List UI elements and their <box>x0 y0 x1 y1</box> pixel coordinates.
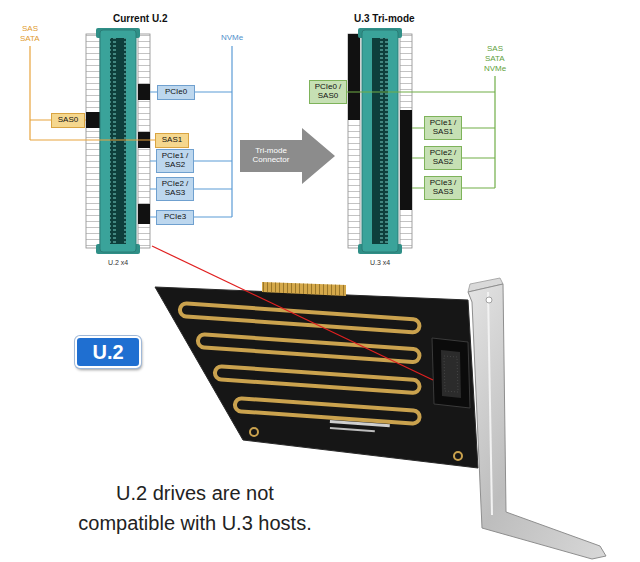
caption: U.2 drives are not compatible with U.3 h… <box>71 478 319 538</box>
node-text: PCIe1 / SAS1 <box>428 119 458 137</box>
pin-block <box>348 34 360 120</box>
mount-hole <box>250 428 258 436</box>
pin-block <box>138 84 150 100</box>
silkscreen <box>330 420 390 427</box>
pin-block <box>86 112 100 128</box>
node-text: PCIe2 / SAS3 <box>160 180 190 198</box>
bracket-plate <box>468 284 606 559</box>
node-text: PCIe3 <box>164 213 186 222</box>
tri-mode-wire <box>346 91 495 92</box>
sas-wire <box>30 139 156 140</box>
connector-body <box>100 30 136 252</box>
connector-pins <box>372 38 388 244</box>
node-text: SAS0 <box>58 116 78 125</box>
connector-label: U.2 x4 <box>108 259 128 266</box>
signal-box: PCIe0 <box>157 85 195 100</box>
node-text: PCIe1 / SAS2 <box>160 152 190 170</box>
edge-fingers <box>262 282 346 296</box>
pin-column <box>86 34 100 248</box>
bus-label: SAS <box>22 24 38 33</box>
pin-column <box>400 34 412 248</box>
pin-block <box>138 204 150 224</box>
node-text: PCIe3 / SAS3 <box>428 179 458 197</box>
bracket <box>468 278 606 559</box>
pcb <box>155 287 478 468</box>
pin-ticks <box>86 34 100 248</box>
node-text: PCIe0 <box>165 88 187 97</box>
bracket-highlight <box>488 292 492 515</box>
pin-column <box>138 34 150 248</box>
tri-mode-bus <box>494 76 495 188</box>
u2-connector-diagram <box>86 28 150 254</box>
diagram-title: U.3 Tri-mode <box>354 13 415 24</box>
edge-finger-lines <box>262 282 346 296</box>
tri-mode-arrow: Tri-mode Connector <box>240 128 335 184</box>
node-text: Tri-mode Connector <box>240 140 302 172</box>
signal-box: PCIe1 / SAS2 <box>156 149 194 173</box>
bus-label: SATA <box>485 54 505 63</box>
connector-slot <box>110 38 126 244</box>
gold-trace <box>215 366 420 393</box>
silkscreen <box>330 427 375 432</box>
bracket-hole <box>486 297 492 303</box>
signal-box: PCIe3 / SAS3 <box>424 176 462 200</box>
signal-box: PCIe0 / SAS0 <box>309 80 347 104</box>
nvme-bus <box>231 46 232 217</box>
pointer-line <box>152 246 433 380</box>
u2-connector-pins <box>444 356 458 392</box>
pin-block <box>400 110 412 210</box>
node-text: PCIe0 / SAS0 <box>313 83 343 101</box>
node-text: U.2 <box>92 342 123 362</box>
signal-wires <box>30 46 495 217</box>
signal-box: SAS0 <box>51 113 85 128</box>
signal-box: PCIe2 / SAS3 <box>156 177 194 201</box>
connector-label: U.3 x4 <box>370 259 390 266</box>
pin-ticks <box>348 34 360 248</box>
u3-connector-diagram <box>348 28 412 254</box>
pin-column <box>348 34 360 248</box>
pin-ticks <box>400 34 412 248</box>
arrow-fill <box>240 128 335 184</box>
signal-box: PCIe1 / SAS1 <box>424 116 462 140</box>
node-text: PCIe2 / SAS2 <box>428 149 458 167</box>
bus-label: NVMe <box>221 33 243 42</box>
sas-sata-bus <box>29 46 30 140</box>
diagram-title: Current U.2 <box>113 13 167 24</box>
connector-slot <box>372 38 388 244</box>
signal-box: PCIe2 / SAS2 <box>424 146 462 170</box>
u2-badge: U.2 <box>75 336 141 368</box>
bus-label: SATA <box>20 34 40 43</box>
bus-label: SAS <box>487 44 503 53</box>
signal-box: SAS1 <box>155 133 189 148</box>
gold-trace <box>180 303 420 333</box>
mount-hole <box>454 452 462 460</box>
gold-trace <box>235 398 420 424</box>
pin-ticks <box>138 34 150 248</box>
u2-connector-slot <box>441 350 461 398</box>
node-text: SAS1 <box>162 136 182 145</box>
connector-pins <box>110 38 126 244</box>
connector-body <box>362 30 398 252</box>
signal-box: PCIe3 <box>156 210 194 225</box>
u2-connector <box>432 338 470 408</box>
bus-label: NVMe <box>484 64 506 73</box>
adapter-card <box>155 282 478 468</box>
